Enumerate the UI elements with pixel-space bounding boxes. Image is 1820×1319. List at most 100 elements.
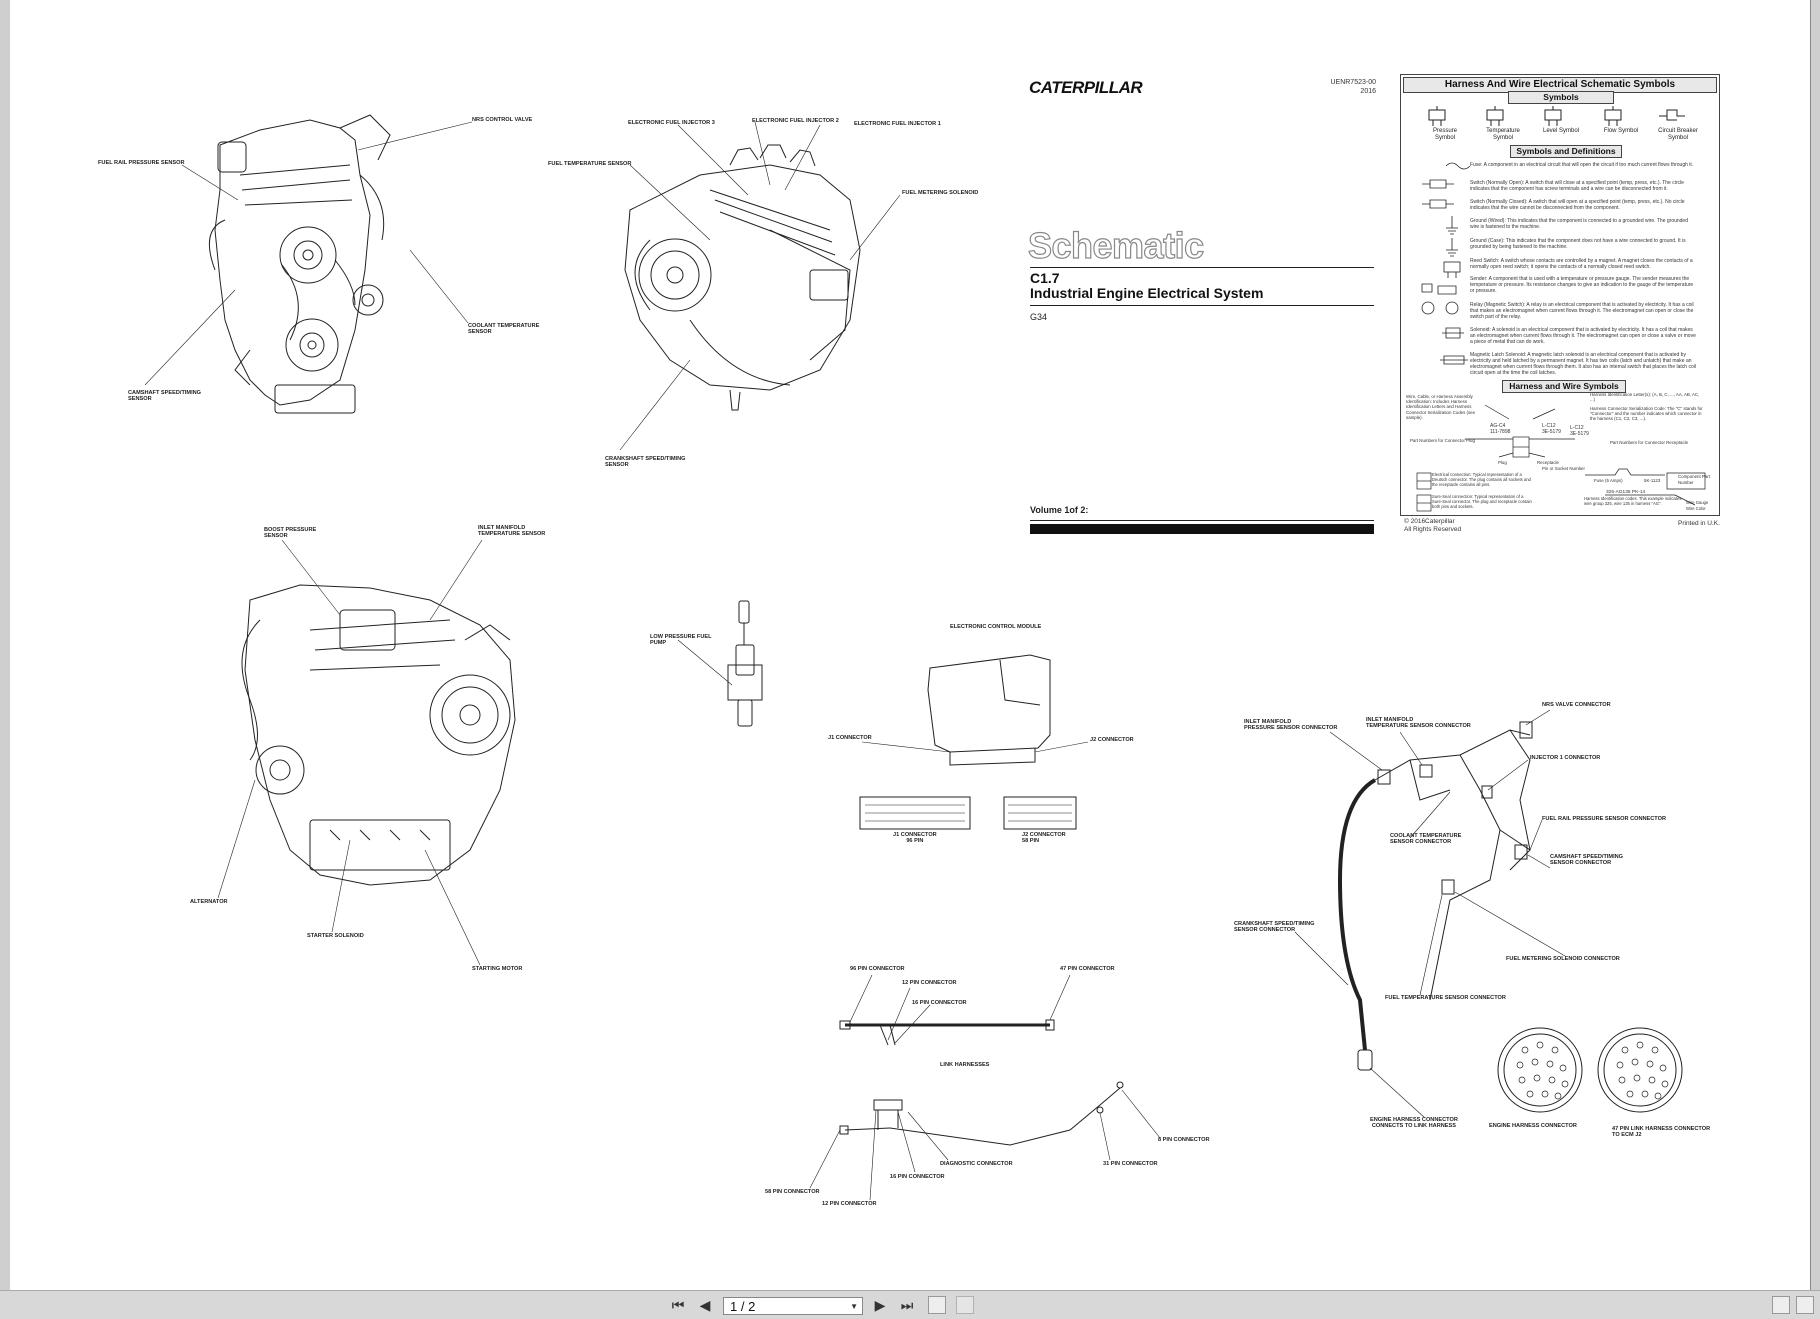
next-page-icon: ▶: [874, 1297, 886, 1313]
engine-drawing-front: [208, 114, 391, 414]
page-number-value: 1 / 2: [730, 1299, 756, 1314]
prev-page-button[interactable]: ◀: [695, 1296, 715, 1314]
leader-lines: [144, 121, 1566, 1201]
definition-magnetic-latch-solenoid: Magnetic Latch Solenoid: A magnetic latc…: [1470, 352, 1696, 376]
wire-gauge-text: Wire Gauge: [1686, 500, 1709, 505]
harness-header: Harness and Wire Symbols: [1502, 380, 1626, 393]
level-symbol-label: Level Symbol: [1542, 128, 1580, 134]
label-alternator: ALTERNATOR: [190, 899, 228, 905]
document-page: NRS CONTROL VALVE FUEL RAIL PRESSURE SEN…: [10, 0, 1811, 1291]
engine-harness-drawing: [1337, 721, 1533, 1071]
definition-solenoid: Solenoid: A solenoid is an electrical co…: [1470, 327, 1696, 345]
flow-symbol-label: Flow Symbol: [1603, 128, 1639, 134]
label-j1-connector-96-pin: J1 CONNECTOR 96 PIN: [893, 832, 937, 845]
last-page-button[interactable]: ⏭: [897, 1296, 917, 1314]
label-47-pin-link-harness-connector: 47 PIN LINK HARNESS CONNECTOR TO ECM J2: [1612, 1126, 1711, 1139]
title-black-bar: [1030, 524, 1374, 534]
label-16-pin-connector-b: 16 PIN CONNECTOR: [890, 1174, 945, 1180]
label-8-pin-connector: 8 PIN CONNECTOR: [1158, 1137, 1210, 1143]
page-number-input[interactable]: 1 / 2 ▼: [723, 1297, 863, 1315]
label-inlet-manifold-temperature-sensor: INLET MANIFOLD TEMPERATURE SENSOR: [478, 525, 546, 538]
first-page-button[interactable]: ⏮: [668, 1296, 688, 1314]
label-fuel-metering-solenoid: FUEL METERING SOLENOID: [902, 190, 979, 196]
engine-drawing-side: [624, 144, 861, 411]
definition-sender: Sender: A component that is used with a …: [1470, 276, 1694, 294]
label-engine-harness-connector: ENGINE HARNESS CONNECTOR: [1489, 1123, 1577, 1129]
definition-ground-case: Ground (Case): This indicates that the c…: [1470, 238, 1686, 250]
title-rule-top: [1030, 267, 1374, 268]
label-electronic-fuel-injector-1: ELECTRONIC FUEL INJECTOR 1: [854, 121, 941, 127]
label-fuel-rail-pressure-sensor-connector: FUEL RAIL PRESSURE SENSOR CONNECTOR: [1542, 816, 1667, 822]
label-electronic-fuel-injector-3: ELECTRONIC FUEL INJECTOR 3: [628, 120, 715, 126]
document-code: G34: [1030, 312, 1048, 322]
pin-socket-text: Pin or Socket Number: [1542, 466, 1585, 471]
harness-intro-text: Wire, Cable, or Harness Assembly Identif…: [1406, 394, 1476, 420]
label-coolant-temperature-sensor-connector: COOLANT TEMPERATURE SENSOR CONNECTOR: [1390, 833, 1462, 846]
wire-color-text: Wire Color: [1686, 506, 1706, 511]
ecm-drawing: [859, 654, 1077, 830]
pressure-symbol-label: Pressure Symbol: [1432, 128, 1457, 141]
label-camshaft-speed-timing-sensor: CAMSHAFT SPEED/TIMING SENSOR: [128, 390, 202, 403]
definitions-header: Symbols and Definitions: [1510, 145, 1622, 158]
definition-relay: Relay (Magnetic Switch): A relay is an e…: [1470, 302, 1694, 320]
fit-width-button[interactable]: [956, 1296, 974, 1314]
chevron-down-icon: ▼: [850, 1302, 858, 1311]
engine-model: C1.7: [1030, 270, 1060, 286]
doc-year: 2016: [1360, 88, 1376, 95]
definition-ground-wired: Ground (Wired): This indicates that the …: [1470, 218, 1688, 230]
component-part-text: Component Part Number: [1678, 474, 1710, 485]
schematic-title: Schematic: [1027, 224, 1204, 266]
label-fuel-temperature-sensor: FUEL TEMPERATURE SENSOR: [548, 161, 632, 167]
harness-id-text: Harness Identification Letter(s): (A, B,…: [1590, 392, 1700, 403]
wire-code-text: 325-AG135 PK-14: [1606, 490, 1646, 495]
label-engine-harness-connector-link: ENGINE HARNESS CONNECTOR CONNECTS TO LIN…: [1370, 1117, 1458, 1130]
label-16-pin-connector: 16 PIN CONNECTOR: [912, 1000, 967, 1006]
label-electronic-control-module: ELECTRONIC CONTROL MODULE: [950, 624, 1042, 630]
fit-page-button[interactable]: [928, 1296, 946, 1314]
single-page-view-button[interactable]: [1772, 1296, 1790, 1314]
receptacle-text: Receptacle: [1537, 460, 1559, 465]
part-receptacle-text: Part Numbers for Connector Receptacle: [1610, 440, 1689, 445]
prev-page-icon: ◀: [699, 1297, 711, 1313]
label-12-pin-connector: 12 PIN CONNECTOR: [902, 980, 957, 986]
harness-symbol-diagram: [1416, 404, 1706, 512]
label-fuel-metering-solenoid-connector: FUEL METERING SOLENOID CONNECTOR: [1506, 956, 1620, 962]
system-name: Industrial Engine Electrical System: [1030, 285, 1264, 301]
fuse-text: Fuse (5 Amps): [1594, 478, 1623, 483]
continuous-view-button[interactable]: [1796, 1296, 1814, 1314]
definition-switch-normally-closed: Switch (Normally Closed): A switch that …: [1470, 199, 1685, 211]
label-inlet-manifold-pressure-sensor-connector: INLET MANIFOLD PRESSURE SENSOR CONNECTOR: [1244, 719, 1338, 732]
title-rule-bottom: [1030, 305, 1374, 306]
label-crankshaft-speed-timing-sensor-connector: CRANKSHAFT SPEED/TIMING SENSOR CONNECTOR: [1234, 921, 1315, 934]
symbols-panel: [1400, 74, 1720, 516]
engine-drawing-rear: [241, 584, 516, 886]
plug-text: Plug: [1498, 460, 1507, 465]
label-link-harnesses: LINK HARNESSES: [940, 1062, 990, 1068]
schematic-drawing: [144, 114, 1683, 1201]
doc-number: UENR7523-00 2016: [1310, 78, 1376, 96]
copyright: © 2016Caterpillar All Rights Reserved: [1404, 518, 1461, 534]
code-a-text: AG-C4 111-7898: [1490, 423, 1511, 435]
wire-id-text: Harness Identification codes. This examp…: [1584, 496, 1682, 506]
deutsch-connector-text: Electrical connection: Typical represent…: [1432, 472, 1531, 487]
part-plug-text: Part Numbers for Connector Plug: [1410, 438, 1475, 443]
component-code-text: 5K-1123: [1644, 478, 1661, 483]
first-page-icon: ⏮: [671, 1297, 685, 1313]
last-page-icon: ⏭: [900, 1297, 914, 1313]
label-j1-connector: J1 CONNECTOR: [828, 735, 872, 741]
definition-icons: [1421, 162, 1470, 365]
label-electronic-fuel-injector-2: ELECTRONIC FUEL INJECTOR 2: [752, 118, 839, 124]
label-fuel-rail-pressure-sensor: FUEL RAIL PRESSURE SENSOR: [98, 160, 185, 166]
label-58-pin-connector: 58 PIN CONNECTOR: [765, 1189, 820, 1195]
label-injector-1-connector: INJECTOR 1 CONNECTOR: [1530, 755, 1601, 761]
viewer-toolbar: [0, 1290, 1820, 1319]
fuel-pump-drawing: [727, 600, 763, 727]
label-inlet-manifold-temperature-sensor-connector: INLET MANIFOLD TEMPERATURE SENSOR CONNEC…: [1366, 717, 1471, 730]
label-starter-solenoid: STARTER SOLENOID: [307, 933, 364, 939]
next-page-button[interactable]: ▶: [870, 1296, 890, 1314]
label-low-pressure-fuel-pump: LOW PRESSURE FUEL PUMP: [650, 634, 712, 647]
printed-in: Printed in U.K.: [1678, 520, 1720, 527]
serialization-text: Harness Connector Serialization Code: Th…: [1590, 406, 1703, 422]
label-nrs-control-valve: NRS CONTROL VALVE: [472, 117, 533, 123]
volume-rule: [1030, 520, 1374, 521]
